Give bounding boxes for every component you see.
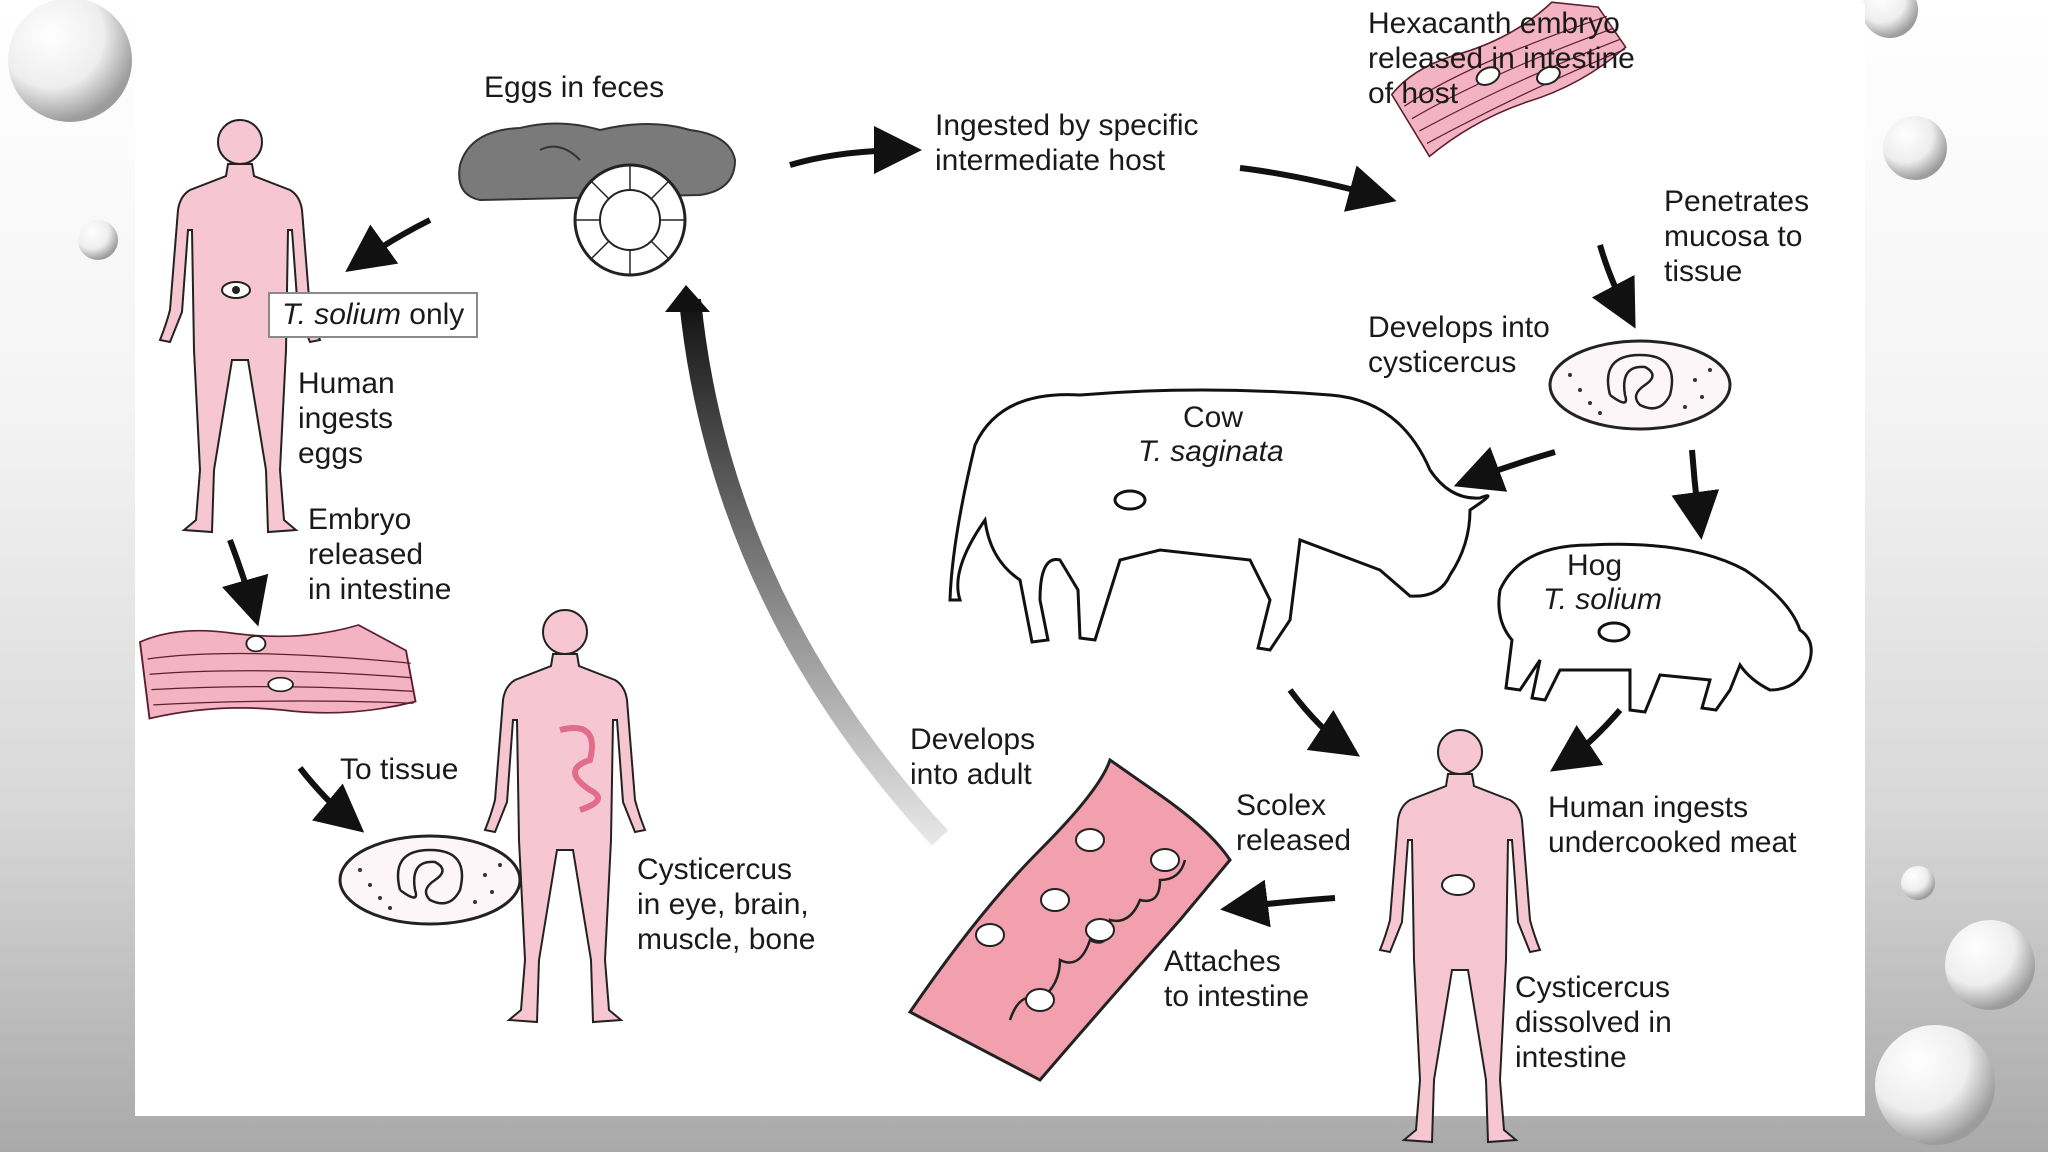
hog-illustration (1497, 542, 1813, 714)
droplet-icon (1862, 0, 1918, 38)
label-penetrates-mucosa: Penetrates mucosa to tissue (1664, 185, 1810, 288)
label-develops-into-adult: Develops into adult (910, 723, 1036, 791)
label-scolex-released: Scolex released (1236, 789, 1352, 857)
t-solium-only-suffix: only (400, 298, 465, 331)
label-cow: Cow (1183, 401, 1244, 434)
flow-arrows (222, 126, 1720, 928)
cysticercus-icon (338, 834, 522, 926)
intestine-section-adult-worm (907, 757, 1232, 1082)
return-arrow (679, 298, 949, 846)
label-t-solium-hog: T. solium (1543, 583, 1662, 616)
organ-markings (559, 725, 601, 813)
label-t-saginata: T. saginata (1138, 435, 1284, 468)
label-ingested-by-host: Ingested by specific intermediate host (935, 109, 1199, 177)
human-intestine-tissue (139, 624, 417, 720)
droplet-icon (8, 0, 132, 122)
label-eggs-in-feces: Eggs in feces (484, 71, 665, 104)
label-cysticercus-locations: Cysticercus in eye, brain, muscle, bone (637, 853, 816, 956)
label-cysticercus-dissolved: Cysticercus dissolved in intestine (1515, 971, 1672, 1074)
label-human-ingests-eggs: Human ingests eggs (298, 367, 395, 470)
cow-illustration (948, 388, 1490, 652)
droplet-icon (1945, 920, 2035, 1010)
label-hog: Hog (1567, 549, 1623, 582)
droplet-icon (1901, 866, 1935, 900)
return-arrow-head (665, 285, 710, 312)
label-embryo-released: Embryo released in intestine (308, 503, 452, 606)
human-figure-cysticercosis (484, 609, 646, 1023)
label-attaches-to-intestine: Attaches to intestine (1164, 945, 1310, 1013)
intestine-marker-icon (221, 281, 251, 299)
host-intestine-tissue (1384, 0, 1634, 161)
intestine-cyst-icon (1441, 874, 1475, 896)
human-figure-meat (1379, 729, 1541, 1143)
label-hexacanth-embryo: Hexacanth embryo released in intestine o… (1368, 7, 1635, 110)
droplet-icon (78, 220, 118, 260)
cysticercus-icon (1548, 339, 1732, 431)
t-solium-only-species: T. solium (282, 298, 401, 331)
label-develops-cysticercus: Develops into cysticercus (1368, 311, 1550, 379)
droplet-icon (1875, 1025, 1995, 1145)
t-solium-only-box: T. solium only (268, 292, 479, 338)
egg-icon (573, 163, 687, 277)
droplet-icon (1883, 116, 1947, 180)
label-human-ingests-meat: Human ingests undercooked meat (1548, 791, 1797, 859)
label-to-tissue: To tissue (340, 753, 459, 786)
